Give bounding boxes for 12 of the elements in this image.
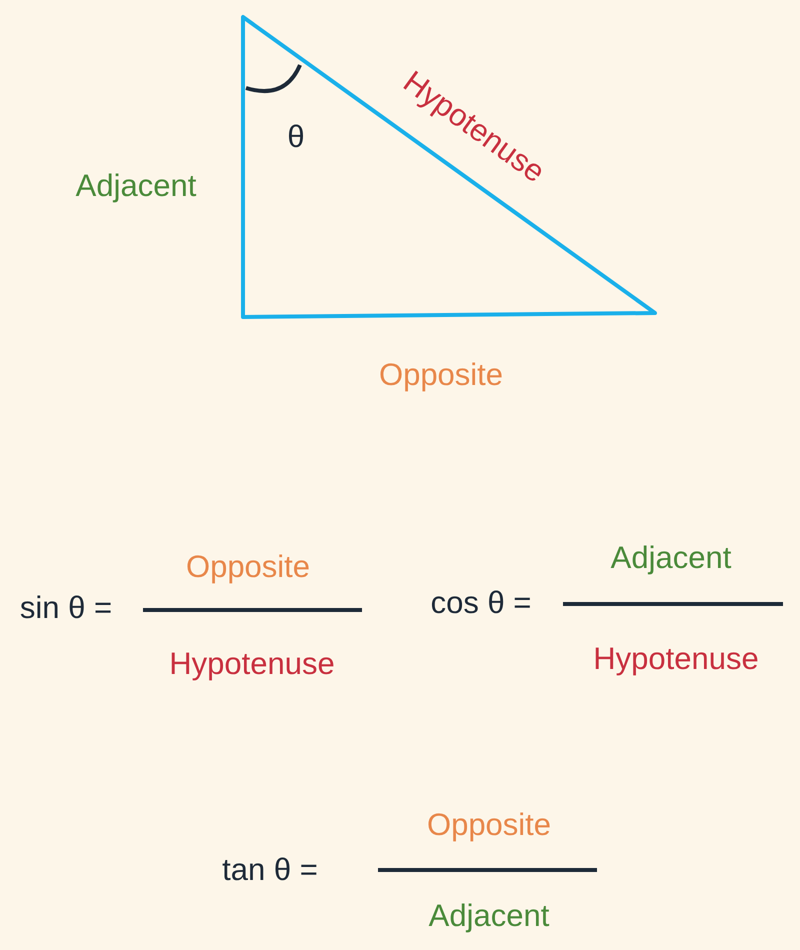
formula-text: cos θ = — [430, 586, 532, 620]
numerator-text: Adjacent — [610, 540, 732, 576]
side-label: Opposite — [378, 358, 504, 392]
denominator-text: Hypotenuse — [169, 646, 335, 682]
formula-text: sin θ = — [20, 590, 112, 626]
side-label: Adjacent — [76, 168, 196, 204]
numerator-text: Opposite — [186, 550, 310, 584]
numerator-text: Opposite — [426, 808, 552, 842]
formula-text: tan θ = — [222, 852, 318, 888]
denominator-text: Hypotenuse — [593, 642, 759, 676]
denominator-text: Adjacent — [428, 898, 550, 934]
angle-label: θ — [287, 120, 305, 154]
